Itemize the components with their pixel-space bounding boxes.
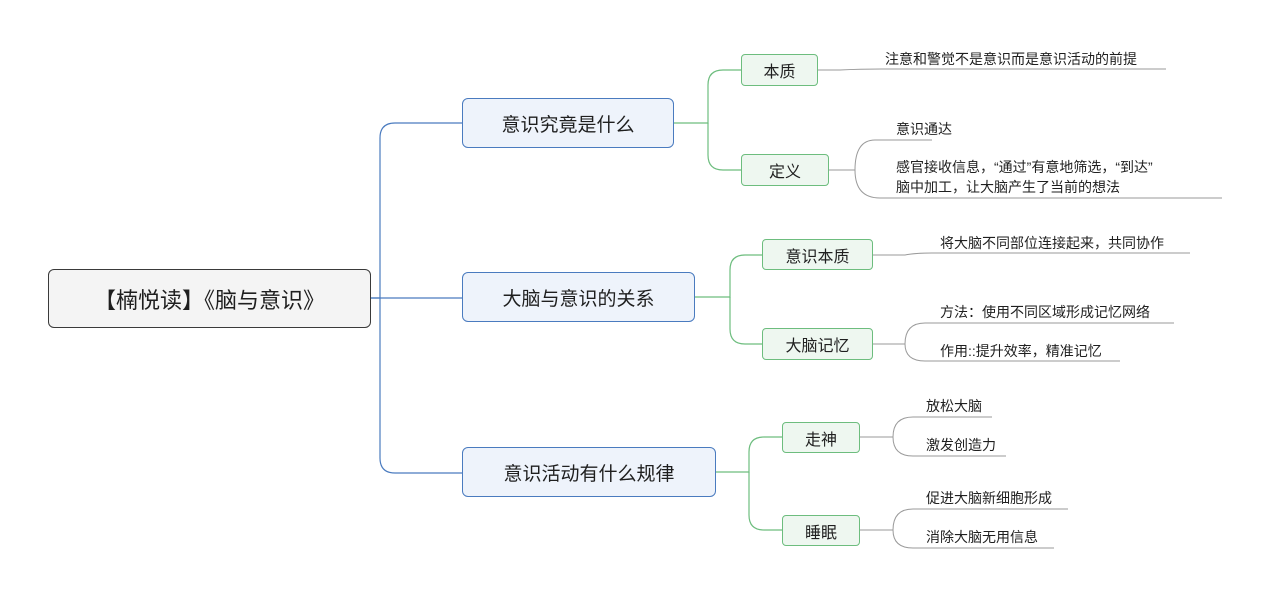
note-essence: 注意和警觉不是意识而是意识活动的前提 bbox=[885, 51, 1137, 67]
subtopic-essence[interactable]: 本质 bbox=[741, 54, 818, 86]
note-memory-effect: 作用::提升效率，精准记忆 bbox=[940, 343, 1102, 359]
note-consciousness-essence: 将大脑不同部位连接起来，共同协作 bbox=[940, 235, 1164, 251]
subtopic-brain-memory[interactable]: 大脑记忆 bbox=[762, 328, 873, 360]
subtopic-definition[interactable]: 定义 bbox=[741, 154, 829, 186]
note-definition-line1: 感官接收信息，“通过”有意地筛选，“到达” bbox=[896, 159, 1153, 175]
note-clear-info: 消除大脑无用信息 bbox=[926, 529, 1038, 545]
branch-consciousness-patterns[interactable]: 意识活动有什么规律 bbox=[462, 447, 716, 497]
branch-brain-consciousness-relation[interactable]: 大脑与意识的关系 bbox=[462, 272, 695, 322]
subtopic-sleep[interactable]: 睡眠 bbox=[782, 515, 860, 546]
note-creativity: 激发创造力 bbox=[926, 437, 996, 453]
root-topic[interactable]: 【楠悦读】《脑与意识》 bbox=[48, 269, 371, 328]
note-new-cells: 促进大脑新细胞形成 bbox=[926, 490, 1052, 506]
note-memory-method: 方法：使用不同区域形成记忆网络 bbox=[940, 304, 1150, 320]
subtopic-mind-wandering[interactable]: 走神 bbox=[782, 422, 860, 453]
note-definition-title: 意识通达 bbox=[896, 121, 952, 137]
note-relax-brain: 放松大脑 bbox=[926, 398, 982, 414]
note-definition-line2: 脑中加工，让大脑产生了当前的想法 bbox=[896, 179, 1120, 195]
subtopic-consciousness-essence[interactable]: 意识本质 bbox=[762, 239, 873, 270]
branch-what-is-consciousness[interactable]: 意识究竟是什么 bbox=[462, 98, 674, 148]
